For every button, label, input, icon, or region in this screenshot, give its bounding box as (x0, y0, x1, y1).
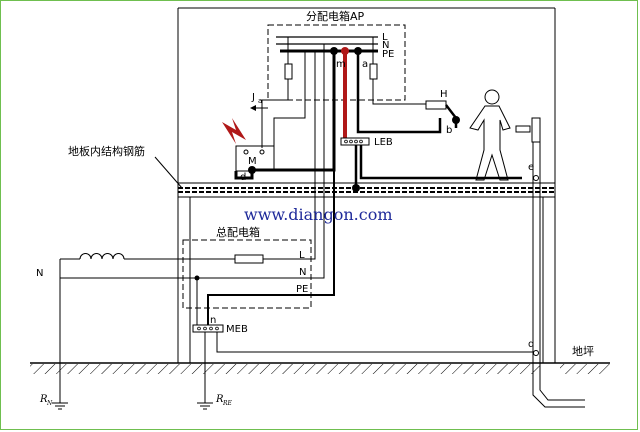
floor-steel-label: 地板内结构钢筋 (68, 144, 145, 158)
ground-symbol-icon (197, 402, 213, 410)
leb-terminals (344, 139, 363, 144)
ground-surface (30, 362, 610, 374)
q-node-label: q (528, 339, 534, 350)
main-n-label: N (299, 267, 306, 278)
motor-terminal (243, 149, 249, 155)
d-node (248, 166, 256, 174)
ground-symbol-icon (52, 402, 68, 410)
coil-icon (79, 253, 125, 260)
supply-conductors (59, 44, 325, 403)
pe-node (330, 47, 338, 55)
floor-slab (177, 182, 556, 198)
ap-bus-bars (276, 36, 378, 53)
ja-label: J (251, 92, 255, 103)
motor-label: M (248, 156, 257, 167)
bus-pe-label: PE (382, 49, 394, 60)
bus-n-label: N (382, 40, 389, 51)
rre-label: R (215, 394, 224, 405)
fuse-icon (234, 254, 264, 264)
main-pe-label: PE (296, 284, 308, 295)
main-box-title: 总配电箱 (216, 225, 260, 239)
person-icon (469, 89, 511, 181)
d-node-label: d (240, 172, 246, 183)
faucet-icon (515, 117, 541, 143)
water-pipe (532, 142, 585, 408)
ja-subscript: a (258, 97, 262, 105)
pen-node (194, 275, 200, 281)
motor-wiring (261, 51, 306, 148)
rn-subscript: N (46, 400, 53, 407)
n-node-label: n (210, 315, 216, 326)
leb-label: LEB (374, 137, 393, 148)
main-l-label: L (299, 250, 305, 261)
lightning-bolt-icon (222, 118, 246, 144)
website-watermark: www.diangon.com (244, 205, 393, 224)
rn-label: R (39, 394, 48, 405)
equipment-h-feed (372, 79, 426, 105)
ap-title: 分配电箱AP (306, 9, 365, 23)
steel-bond-node (352, 184, 360, 192)
leb-connections (354, 51, 522, 188)
b-node-label: b (446, 125, 452, 136)
a-node-label: a (362, 59, 368, 70)
e-node-label: e (528, 162, 534, 173)
distribution-box-ap (267, 24, 406, 101)
floor-steel-leader (154, 156, 183, 189)
meb-terminal-bar (192, 324, 224, 333)
meb-terminals (197, 326, 219, 331)
ground-label: 地坪 (572, 345, 594, 358)
q-node (533, 350, 539, 356)
equipment-h (425, 100, 447, 110)
e-node (533, 175, 539, 181)
b-node (452, 116, 460, 124)
meb-label: MEB (226, 324, 248, 335)
arrow-head-icon (250, 105, 256, 111)
h-label: H (440, 89, 448, 100)
meb-to-pipe (216, 332, 533, 353)
motor-terminal (259, 149, 265, 155)
pe-conductor (207, 170, 335, 325)
fuse-icon (369, 63, 378, 80)
m-node-label: m (336, 59, 346, 70)
bus-l-label: L (382, 32, 388, 43)
rre-subscript: RE (222, 400, 233, 407)
m-node (341, 47, 349, 55)
main-distribution-box (182, 239, 312, 309)
source-n-label: N (36, 268, 43, 279)
fuse-icon (284, 63, 293, 80)
